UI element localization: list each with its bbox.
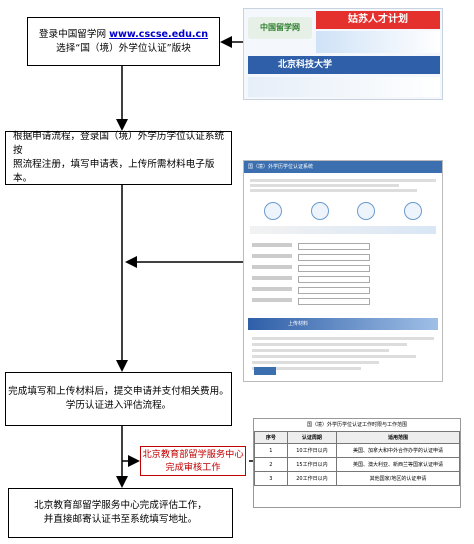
- step-4-line-1: 北京教育部留学服务中心完成评估工作，: [34, 500, 207, 511]
- table-cell: 其他国家/地区的认证申请: [335, 471, 460, 486]
- table-cell: 3: [254, 471, 288, 486]
- cscse-link[interactable]: www.cscse.edu.cn: [109, 28, 209, 40]
- certification-timeline-table: 国（境）外学历学位认证工作时限与工作范围 序号 认证周期 适用范围 1 10工作…: [253, 418, 461, 508]
- review-box: 北京教育部留学服务中心 完成审核工作: [140, 446, 246, 476]
- form-header: 国（境）外学历学位认证系统: [244, 161, 442, 173]
- upload-button[interactable]: [254, 367, 276, 375]
- step-2-line-1: 根据申请流程，登录国（境）外学历学位认证系统按: [13, 131, 225, 156]
- table-header-index: 序号: [254, 431, 288, 444]
- step-4-box: 北京教育部留学服务中心完成评估工作， 并直接邮寄认证书至系统填写地址。: [8, 488, 233, 538]
- timeline-table: 序号 认证周期 适用范围 1 10工作日以内 美国、加拿大和中外合作办学的认证申…: [254, 431, 460, 486]
- table-row: 2 15工作日以内 英国、澳大利亚、新西兰等国家认证申请: [254, 457, 460, 472]
- table-cell: 20工作日以内: [286, 471, 337, 486]
- school-banner: 北京科技大学: [248, 56, 440, 74]
- step-4-line-2: 并直接邮寄认证书至系统填写地址。: [43, 514, 198, 525]
- step-3-box: 完成填写和上传材料后，提交申请并支付相关费用。 学历认证进入评估流程。: [5, 372, 232, 426]
- talent-banner: 姑苏人才计划: [316, 11, 440, 29]
- table-row: 3 20工作日以内 其他国家/地区的认证申请: [254, 471, 460, 486]
- table-header-period: 认证周期: [286, 431, 337, 444]
- step-3-line-2: 学历认证进入评估流程。: [65, 400, 172, 411]
- upload-section-bar: 上传材料: [248, 318, 438, 330]
- step-1-line-2: 选择“国（境）外学位认证”版块: [56, 42, 191, 54]
- progress-steps: [244, 198, 442, 224]
- application-form-screenshot: 国（境）外学历学位认证系统 上传材料: [243, 160, 443, 382]
- table-title: 国（境）外学历学位认证工作时限与工作范围: [306, 422, 407, 428]
- review-line-1: 北京教育部留学服务中心: [142, 449, 244, 460]
- site-logo: 中国留学网: [248, 17, 312, 39]
- step-1-prefix: 登录中国留学网: [38, 28, 110, 40]
- blue-banner: [316, 31, 440, 53]
- step-3-line-1: 完成填写和上传材料后，提交申请并支付相关费用。: [8, 386, 229, 397]
- step-2-box: 根据申请流程，登录国（境）外学历学位认证系统按 照流程注册，填写申请表，上传所需…: [5, 131, 232, 185]
- table-header-scope: 适用范围: [335, 431, 460, 444]
- review-line-2: 完成审核工作: [165, 462, 221, 473]
- step-1-line-1: 登录中国留学网 www.cscse.edu.cn: [28, 28, 219, 42]
- school-banner-2: [248, 77, 440, 97]
- step-2-line-2: 照流程注册，填写申请表，上传所需材料电子版本。: [13, 159, 215, 184]
- step-1-box: 登录中国留学网 www.cscse.edu.cn 选择“国（境）外学位认证”版块: [27, 17, 220, 66]
- website-screenshot: 中国留学网 姑苏人才计划 北京科技大学: [243, 8, 443, 100]
